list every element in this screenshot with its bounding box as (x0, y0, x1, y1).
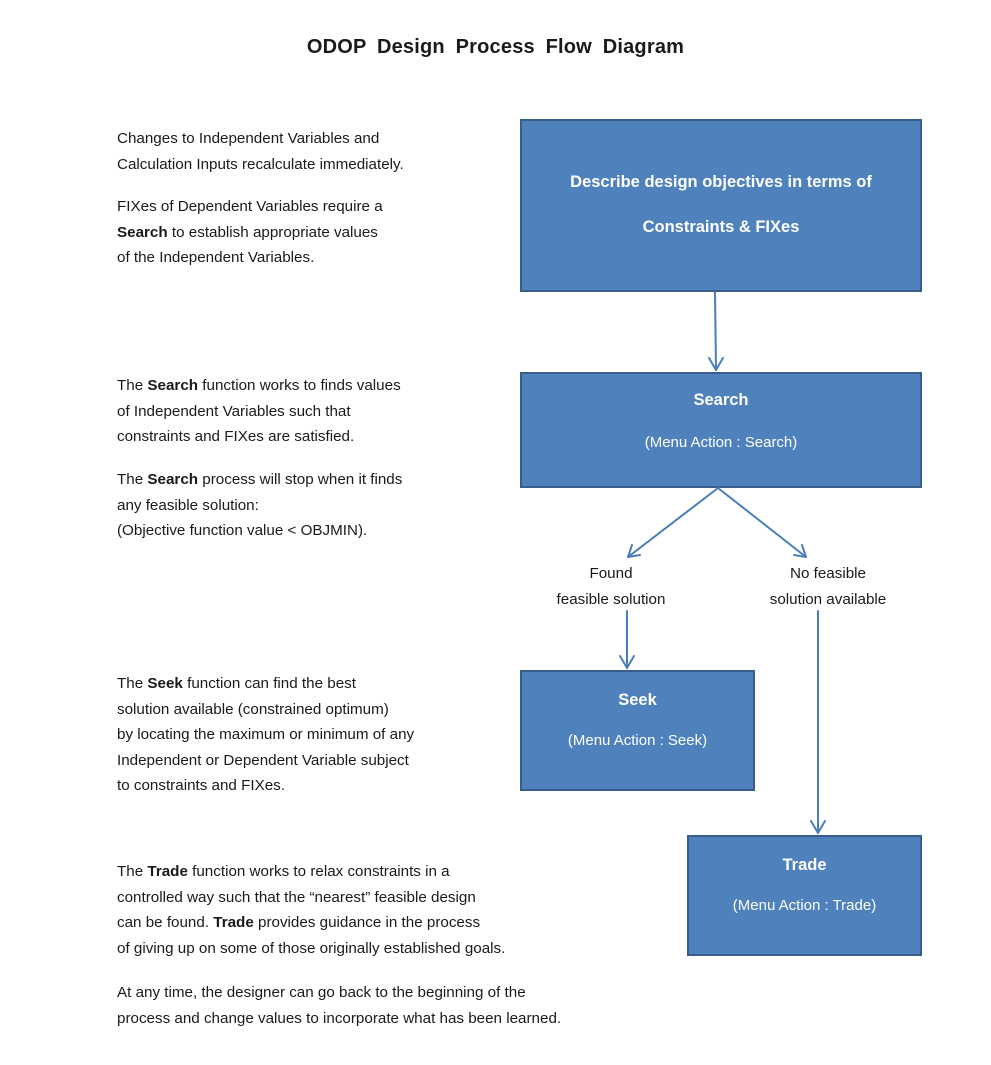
objectives-line-2: Constraints & FIXes (642, 218, 800, 236)
note-line: Independent or Dependent Variable subjec… (117, 751, 409, 769)
arrow-search-to-found (627, 487, 719, 558)
note-line: of the Independent Variables. (117, 249, 315, 266)
note-go-back-anytime: At any time, the designer can go back to… (117, 980, 561, 1031)
note-line: FIXes of Dependent Variables require a (117, 198, 383, 215)
arrow-search-to-no-feasible (717, 487, 807, 558)
note-line: The Search function works to finds value… (117, 377, 401, 394)
note-keyword: Trade (147, 863, 188, 880)
objectives-box: Describe design objectives in terms of C… (520, 119, 922, 292)
arrow-no-feasible-to-trade (810, 610, 826, 834)
arrow-objectives-to-search (708, 291, 724, 371)
note-keyword: Seek (147, 675, 183, 692)
note-fix-requires-search: FIXes of Dependent Variables require a S… (117, 194, 383, 271)
note-line: of giving up on some of those originally… (117, 939, 506, 957)
search-box: Search (Menu Action : Search) (520, 372, 922, 488)
note-trade-function: The Trade function works to relax constr… (117, 859, 505, 961)
trade-box: Trade (Menu Action : Trade) (687, 835, 922, 956)
branch-label-line: Found (589, 565, 633, 582)
trade-box-title: Trade (782, 856, 827, 874)
note-line: Calculation Inputs recalculate immediate… (117, 155, 404, 173)
trade-box-subtitle: (Menu Action : Trade) (732, 897, 877, 914)
note-line: process and change values to incorporate… (117, 1009, 562, 1027)
search-box-title: Search (693, 391, 749, 409)
objectives-line-1: Describe design objectives in terms of (570, 173, 872, 191)
note-seek-function: The Seek function can find the best solu… (117, 671, 414, 799)
note-line: constraints and FIXes are satisfied. (117, 428, 355, 445)
note-line: any feasible solution: (117, 496, 259, 514)
note-recalculation: Changes to Independent Variables and Cal… (117, 126, 404, 177)
note-search-function: The Search function works to finds value… (117, 373, 401, 450)
search-box-subtitle: (Menu Action : Search) (644, 434, 798, 451)
seek-box: Seek (Menu Action : Seek) (520, 670, 755, 791)
branch-label-found: Found feasible solution (535, 561, 687, 613)
note-line: Changes to Independent Variables and (117, 130, 380, 147)
note-line: The Search process will stop when it fin… (117, 471, 403, 488)
seek-box-subtitle: (Menu Action : Seek) (567, 732, 708, 749)
note-keyword: Search (147, 471, 199, 488)
note-line: The Seek function can find the best (117, 675, 356, 692)
note-line: by locating the maximum or minimum of an… (117, 726, 415, 743)
note-line: solution available (constrained optimum) (117, 700, 389, 718)
note-keyword: Trade (213, 914, 254, 931)
note-line: Search to establish appropriate values (117, 223, 378, 241)
note-line: can be found. Trade provides guidance in… (117, 914, 481, 931)
seek-box-title: Seek (618, 691, 657, 709)
note-keyword: Search (147, 377, 199, 394)
note-line: At any time, the designer can go back to… (117, 984, 526, 1001)
branch-label-line: solution available (769, 591, 887, 608)
note-line: controlled way such that the “nearest” f… (117, 888, 476, 906)
note-search-stop: The Search process will stop when it fin… (117, 467, 402, 544)
branch-label-line: feasible solution (556, 591, 666, 608)
arrow-found-to-seek (619, 610, 635, 669)
branch-label-line: No feasible (790, 565, 866, 582)
diagram-title: ODOP Design Process Flow Diagram (306, 36, 685, 58)
note-line: (Objective function value < OBJMIN). (117, 522, 368, 539)
branch-label-no-feasible: No feasible solution available (745, 561, 911, 613)
note-line: of Independent Variables such that (117, 402, 351, 420)
note-line: The Trade function works to relax constr… (117, 863, 450, 880)
note-keyword: Search (117, 223, 168, 241)
note-line: to constraints and FIXes. (117, 777, 285, 794)
